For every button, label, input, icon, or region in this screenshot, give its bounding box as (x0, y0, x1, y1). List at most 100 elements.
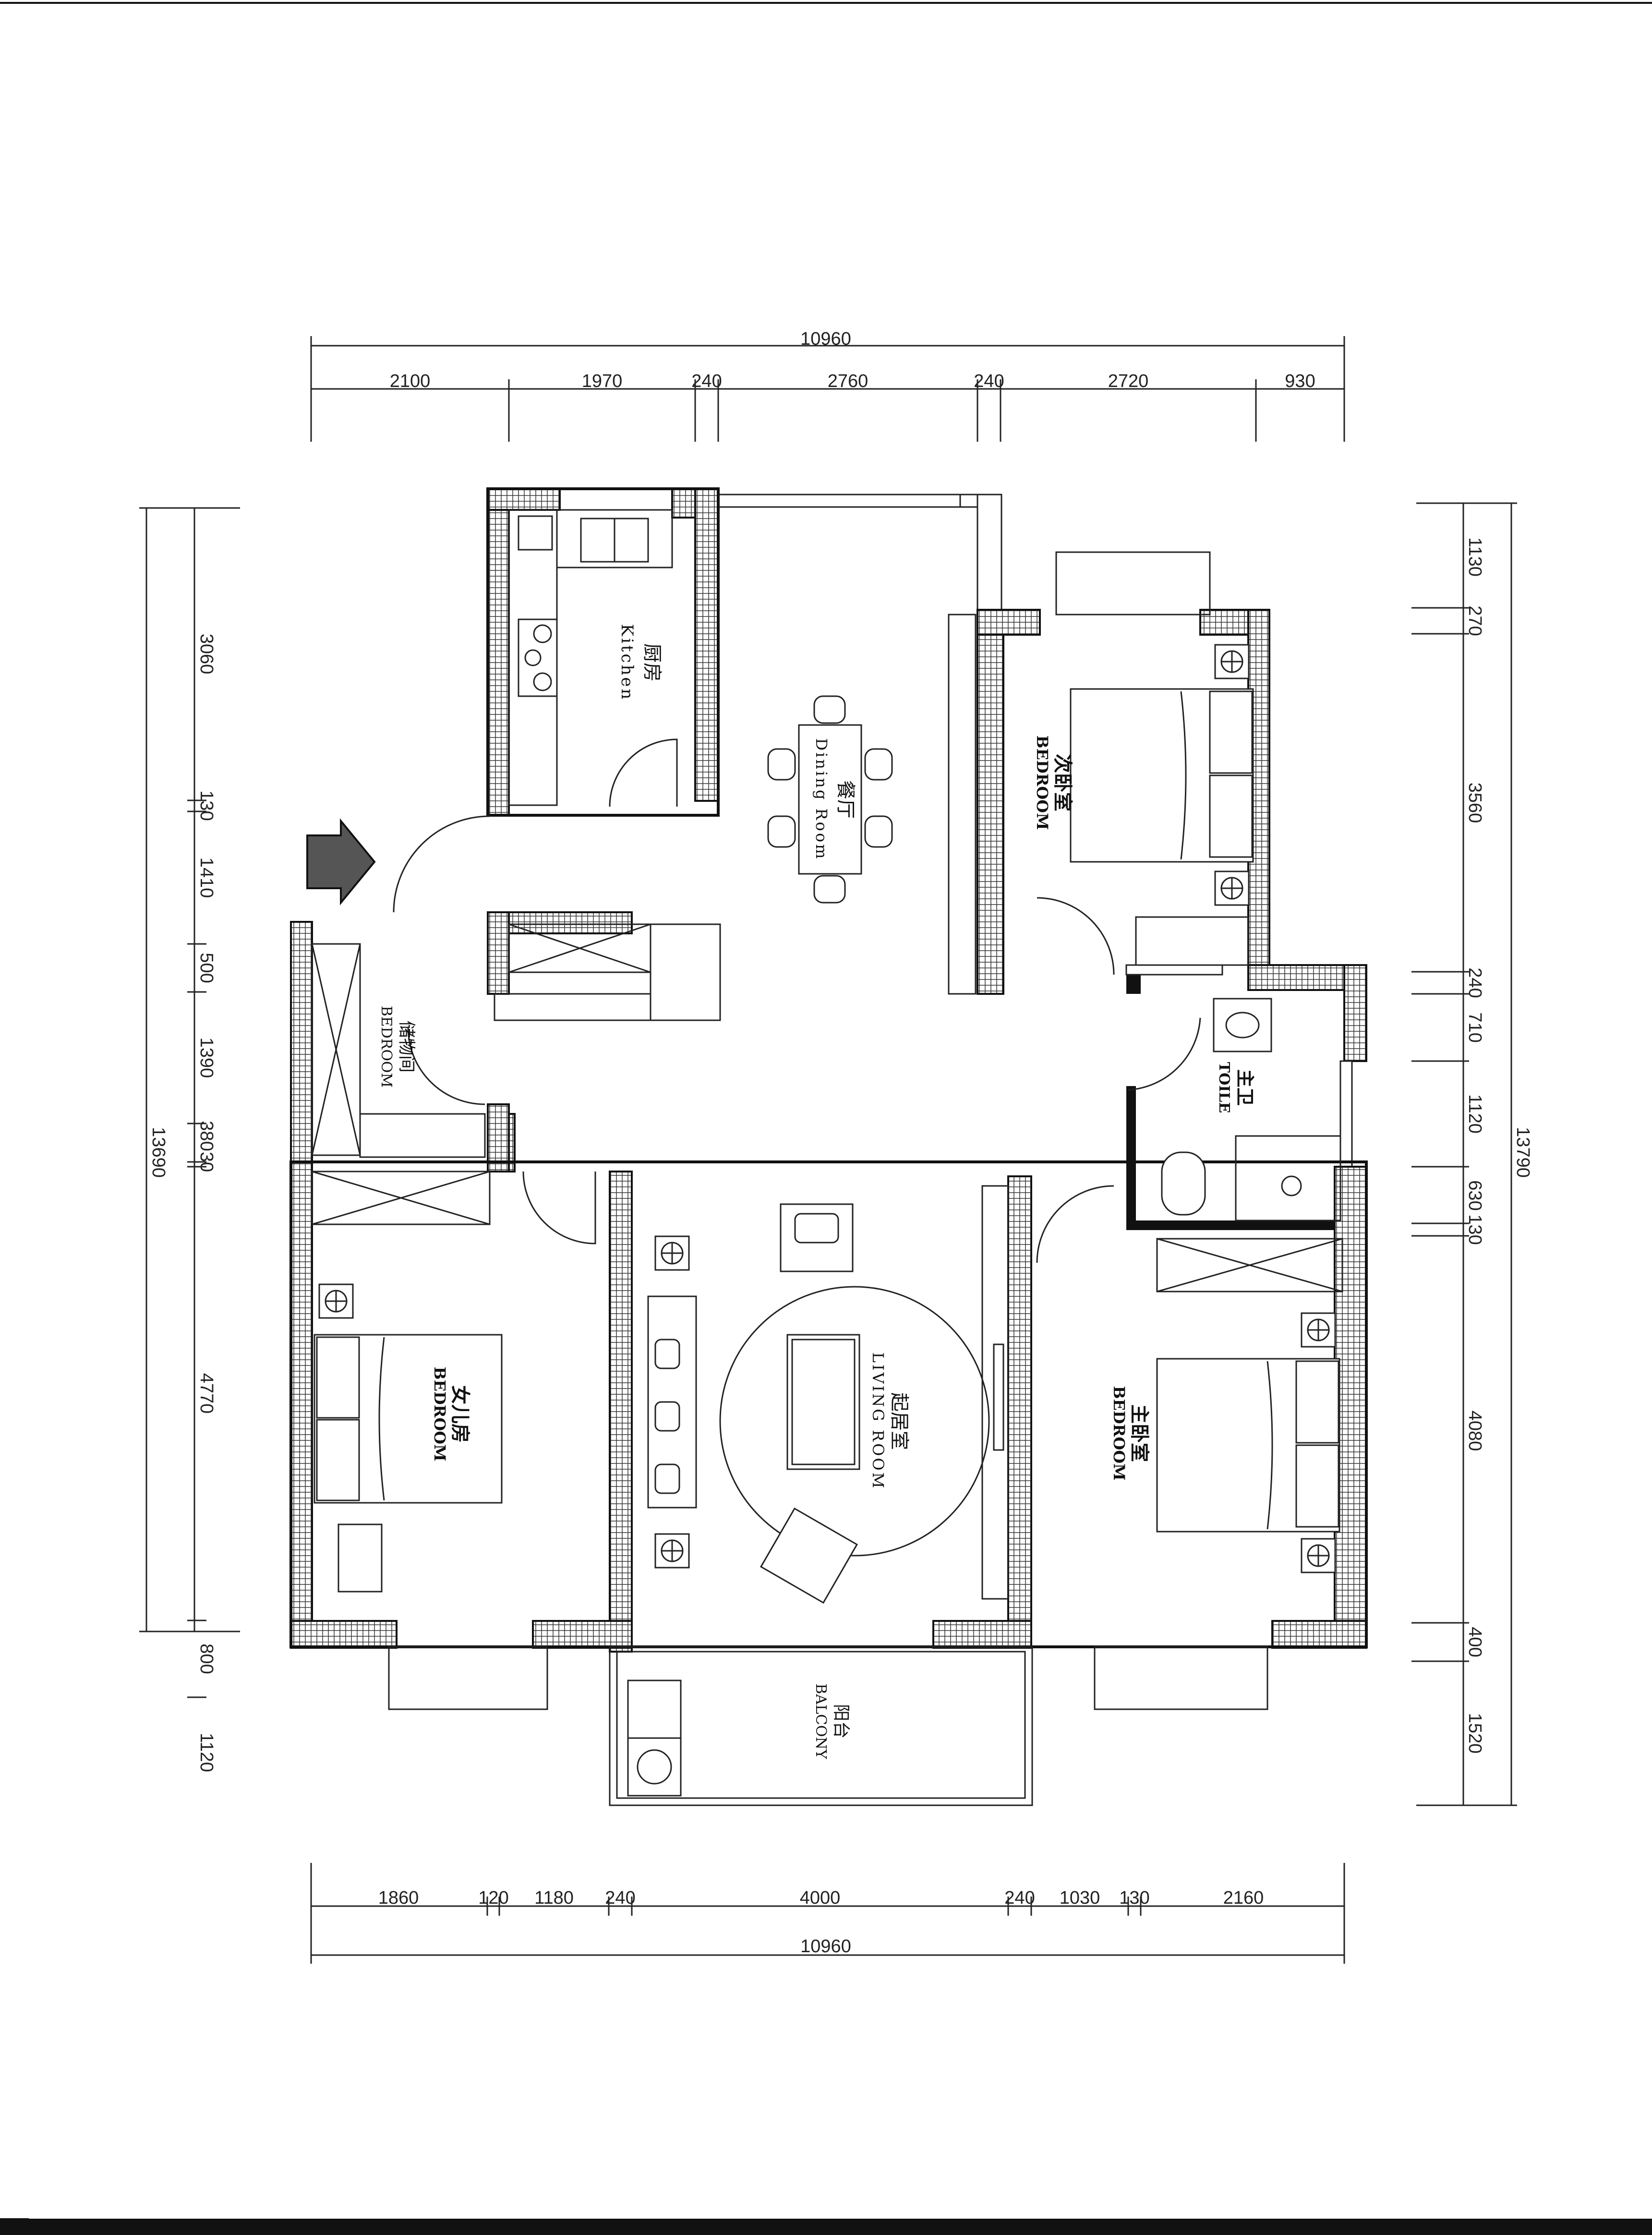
dim-right-11: 1520 (1465, 1713, 1485, 1754)
toilet-icon (1161, 1151, 1206, 1216)
dim-bottom-total: 10960 (800, 1936, 851, 1957)
dim-left-7: 30 (196, 1152, 217, 1172)
storage-label-en: BEDROOM (378, 1006, 395, 1088)
coffee-table (786, 1334, 860, 1470)
dim-bottom-7: 1030 (1060, 1888, 1100, 1908)
dining-label-cn: 餐厅 (834, 780, 856, 819)
desk (338, 1523, 383, 1593)
dim-bottom-6: 240 (1004, 1888, 1035, 1908)
dim-top-2: 1970 (582, 371, 623, 391)
master-bedroom-label-cn: 主卧室 (1128, 1404, 1151, 1462)
dim-left-3: 1410 (196, 858, 217, 898)
balcony: 阳台 BALCONY (609, 1646, 1033, 1806)
kitchen-label-en: Kitchen (617, 624, 637, 701)
door-swing (1128, 1017, 1201, 1091)
dim-right-4: 240 (1465, 967, 1485, 998)
entrance-door (393, 815, 490, 913)
dim-right-5: 710 (1465, 1012, 1485, 1042)
washbasin-icon (627, 1679, 682, 1739)
bottom-dimensions: 1860 120 1180 240 4000 240 1030 130 2160… (310, 1863, 1345, 1964)
master-bedroom-label-en: BEDROOM (1110, 1386, 1128, 1481)
dim-top-3: 240 (691, 371, 722, 391)
chair-icon (813, 695, 846, 724)
balcony-label-en: BALCONY (812, 1683, 829, 1759)
rug (719, 1286, 990, 1557)
dining-room: 餐厅 Dining Room (494, 614, 977, 1021)
dim-top-1: 2100 (390, 371, 431, 391)
washing-machine-icon (627, 1737, 682, 1797)
kitchen-label-cn: 厨房 (641, 643, 663, 682)
dim-left-1: 3060 (196, 634, 217, 675)
dim-bottom-3: 1180 (534, 1888, 574, 1908)
dim-right-total: 13790 (1513, 1127, 1533, 1178)
kitchen: 厨房 Kitchen (508, 509, 678, 807)
storage-label-cn: 储物间 (397, 1021, 416, 1073)
door-swing (1037, 897, 1115, 975)
page-border-bottom (0, 2218, 1652, 2235)
basin-icon (1213, 998, 1272, 1052)
second-bedroom-label-en: BEDROOM (1033, 736, 1051, 830)
dim-left-8: 4770 (196, 1373, 217, 1414)
dim-right-7: 630 (1465, 1180, 1485, 1210)
top-dimensions: 10960 2100 1970 240 2760 240 2720 930 (310, 329, 1345, 442)
tv-icon (993, 1343, 1004, 1451)
chair-icon (864, 748, 893, 781)
left-dimensions: 3060 130 1410 500 1390 380 30 4770 800 1… (139, 507, 240, 1772)
second-bedroom-label-cn: 次卧室 (1051, 754, 1074, 811)
balcony-label-cn: 阳台 (831, 1704, 851, 1739)
dim-bottom-8: 130 (1119, 1888, 1149, 1908)
stove-icon (518, 618, 558, 697)
dim-right-2: 270 (1465, 605, 1485, 636)
dim-top-7: 930 (1285, 371, 1315, 391)
door-swing (1036, 1185, 1114, 1263)
dim-top-total: 10960 (800, 329, 851, 349)
bathroom-label-cn: 主卫 (1234, 1069, 1256, 1106)
dim-bottom-5: 4000 (800, 1888, 841, 1908)
dim-top-6: 2720 (1108, 371, 1149, 391)
dim-right-10: 400 (1465, 1627, 1485, 1657)
daughter-room-label-cn: 女儿房 (449, 1385, 471, 1443)
armchair (780, 1203, 854, 1272)
living-label-cn: 起居室 (888, 1392, 910, 1450)
second-bedroom: 次卧室 BEDROOM (1033, 551, 1254, 975)
shower-icon (1235, 1135, 1341, 1221)
dim-right-1: 1130 (1465, 537, 1485, 577)
dim-bottom-9: 2160 (1223, 1888, 1264, 1908)
dim-left-6: 380 (196, 1121, 217, 1151)
dim-left-2: 130 (196, 790, 217, 821)
dim-right-9: 4080 (1465, 1411, 1485, 1451)
window-bay (1055, 551, 1211, 616)
dim-left-10: 1120 (196, 1733, 217, 1772)
dim-bottom-2: 120 (478, 1888, 508, 1908)
dim-right-8: 130 (1465, 1214, 1485, 1244)
dim-bottom-1: 1860 (378, 1888, 419, 1908)
dining-label-en: Dining Room (812, 738, 831, 861)
living-room: 起居室 LIVING ROOM (647, 1185, 1009, 1604)
right-dimensions: 1130 270 3560 240 710 1120 630 130 4080 … (1411, 502, 1533, 1806)
master-bathroom: 主卫 TOILE (1128, 998, 1341, 1221)
kitchen-door (609, 738, 678, 807)
door-swing (522, 1171, 596, 1244)
chair-icon (767, 815, 796, 848)
chair-icon (767, 748, 796, 781)
dim-right-6: 1120 (1465, 1094, 1485, 1134)
chair-icon (864, 815, 893, 848)
dim-left-9: 800 (196, 1643, 217, 1674)
dim-bottom-4: 240 (605, 1888, 635, 1908)
bathroom-label-en: TOILE (1216, 1062, 1232, 1113)
master-bedroom: 主卧室 BEDROOM (1036, 1185, 1343, 1573)
dim-left-total: 13690 (148, 1127, 169, 1178)
living-label-en: LIVING ROOM (869, 1353, 887, 1490)
dim-left-5: 1390 (196, 1038, 217, 1078)
tv-cabinet (981, 1185, 1009, 1600)
dim-top-5: 240 (974, 371, 1004, 391)
window-bays (388, 1646, 1268, 1710)
daughter-room-label-en: BEDROOM (431, 1367, 449, 1462)
armchair (760, 1507, 858, 1604)
storage-room: 储物间 BEDROOM (311, 943, 486, 1158)
dining-table (798, 724, 862, 875)
entrance-arrow-icon (306, 818, 376, 906)
fridge-icon (518, 515, 553, 551)
dim-top-4: 2760 (828, 371, 868, 391)
